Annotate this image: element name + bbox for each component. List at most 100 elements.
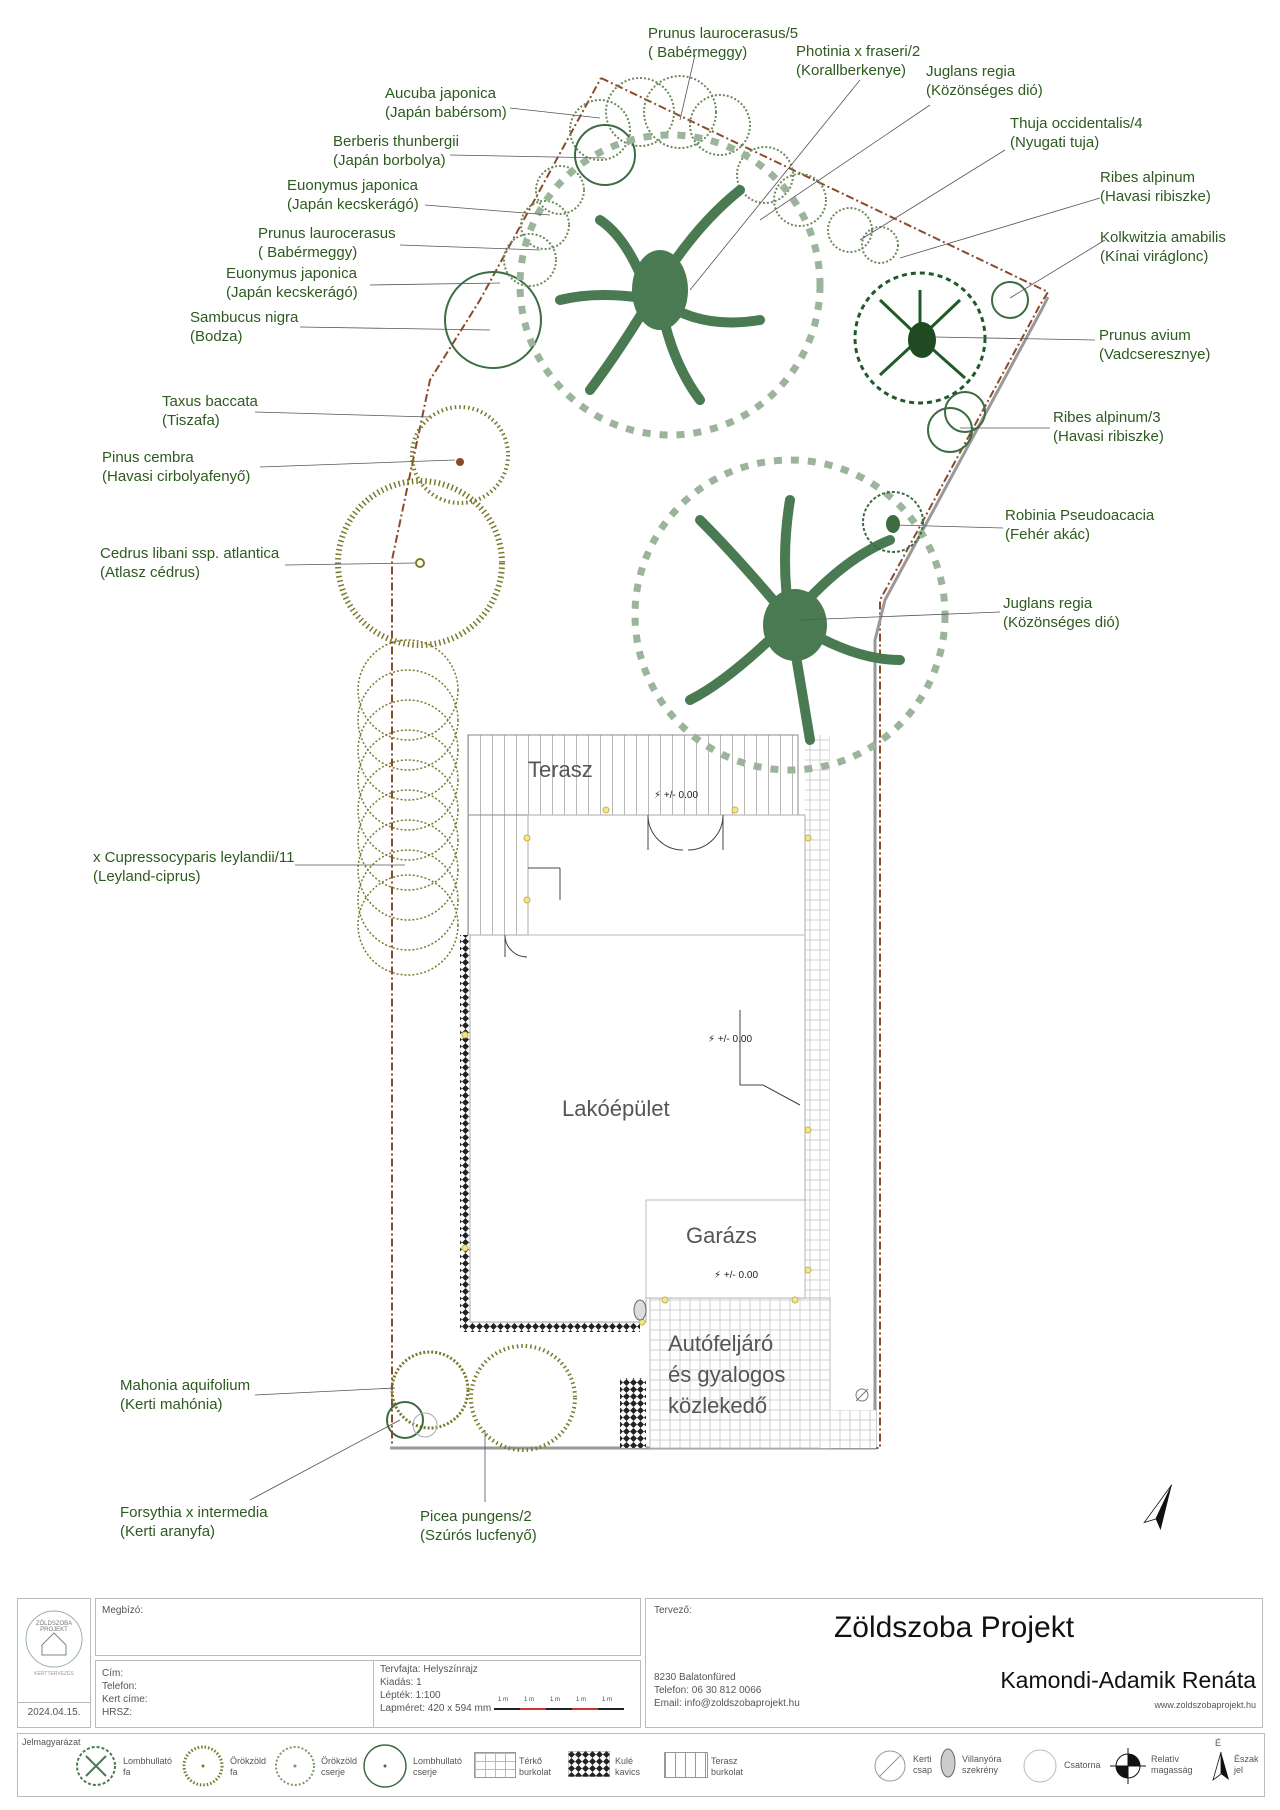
designer-box: Tervező: Zöldszoba Projekt 8230 Balatonf… xyxy=(645,1598,1263,1728)
plan-scale: Lépték: 1:100 xyxy=(380,1690,441,1701)
garage-outline xyxy=(645,1199,806,1299)
label-berberis: Berberis thunbergii(Japán borbolya) xyxy=(333,133,459,169)
label-juglans-north: Juglans regia(Közönséges dió) xyxy=(926,63,1043,99)
label-cupressocyparis: x Cupressocyparis leylandii/11(Leyland-c… xyxy=(93,849,295,885)
company-name: Zöldszoba Projekt xyxy=(833,1611,1075,1644)
robinia-tree xyxy=(862,491,924,553)
cedar-tree xyxy=(335,478,505,648)
property-boundary xyxy=(391,77,1050,1449)
picea-tree xyxy=(469,1344,577,1452)
logo-text: ZÖLDSZOBA PROJEKT xyxy=(35,1621,73,1633)
tap-icon xyxy=(874,1750,906,1782)
gravel-strip-bottom xyxy=(460,1322,640,1332)
scale-mark-4: 1 m xyxy=(576,1697,587,1703)
designer-name: Kamondi-Adamik Renáta xyxy=(1000,1667,1256,1693)
lamps xyxy=(461,806,812,1326)
label-cedrus: Cedrus libani ssp. atlantica(Atlasz cédr… xyxy=(100,545,280,581)
north-letter: É xyxy=(1215,1738,1222,1748)
north-arrow-icon xyxy=(1143,1484,1173,1531)
terrace-deck xyxy=(467,734,799,816)
north-arrow-legend-icon xyxy=(1212,1751,1229,1782)
scale-mark-1: 1 m xyxy=(498,1697,509,1703)
legend-drain: Csatorna xyxy=(1064,1760,1101,1770)
label-euonymus-2: Euonymus japonica(Japán kecskerágó) xyxy=(226,265,358,301)
walnut-tree-south xyxy=(631,456,949,774)
plan-type: Tervfajta: Helyszínrajz xyxy=(380,1664,478,1675)
plan-date: 2024.04.15. xyxy=(18,1702,90,1718)
title-block: ZÖLDSZOBA PROJEKT KERTTERVEZÉS 2024.04.1… xyxy=(17,1598,1263,1728)
level-icon xyxy=(1110,1748,1146,1784)
client-box: Megbízó: xyxy=(95,1598,641,1656)
label-picea: Picea pungens/2(Szúrós lucfenyő) xyxy=(420,1508,537,1544)
level-terrace: ⚡ +/- 0.00 xyxy=(654,790,699,801)
gravel-icon xyxy=(568,1751,610,1777)
label-photinia: Photinia x fraseri/2(Korallberkenye) xyxy=(796,43,921,79)
logo-icon xyxy=(25,1610,83,1668)
ribes-shrub-right xyxy=(927,407,973,453)
berberis-shrub xyxy=(574,124,636,186)
designer-label: Tervező: xyxy=(654,1605,692,1616)
leader-lines xyxy=(249,54,1106,1502)
level-garage: ⚡ +/- 0.00 xyxy=(714,1270,759,1281)
walnut-tree-north xyxy=(516,131,824,439)
client-phone: Telefon: xyxy=(102,1681,138,1692)
label-robinia: Robinia Pseudoacacia(Fehér akác) xyxy=(1005,507,1155,543)
forsythia-shrub xyxy=(386,1401,424,1439)
label-forsythia: Forsythia x intermedia(Kerti aranyfa) xyxy=(120,1504,268,1540)
level-house: ⚡ +/- 0.00 xyxy=(708,1034,753,1045)
designer-address: 8230 Balatonfüred xyxy=(654,1672,736,1683)
label-thuja: Thuja occidentalis/4(Nyugati tuja) xyxy=(1010,115,1143,151)
taxus-tree xyxy=(410,405,510,505)
site-plan xyxy=(249,54,1173,1531)
driveway-pavers xyxy=(649,1297,831,1449)
driveway-line-2: és gyalogos xyxy=(668,1362,786,1387)
client-hrsz: HRSZ: xyxy=(102,1707,132,1718)
designer-email: Email: info@zoldszobaprojekt.hu xyxy=(654,1698,800,1709)
meter-icon xyxy=(940,1748,956,1778)
tap xyxy=(855,1388,869,1402)
room-driveway: Autófeljáró és gyalogos közlekedő xyxy=(668,1328,785,1421)
label-mahonia: Mahonia aquifolium(Kerti mahónia) xyxy=(120,1377,251,1413)
ribes-shrub-top xyxy=(991,281,1029,319)
plan-info-box: Tervfajta: Helyszínrajz Kiadás: 1 Lépték… xyxy=(373,1660,641,1728)
evergreen-shrub-icon xyxy=(275,1746,315,1786)
deciduous-shrub-icon xyxy=(363,1744,407,1788)
forsythia-shrub-2 xyxy=(412,1412,438,1438)
label-juglans-south: Juglans regia(Közönséges dió) xyxy=(1003,595,1120,631)
label-taxus: Taxus baccata(Tiszafa) xyxy=(162,393,258,429)
client-info-box: Cím: Telefon: Kert címe: HRSZ: xyxy=(95,1660,375,1728)
designer-phone: Telefon: 06 30 812 0066 xyxy=(654,1685,762,1696)
ribes-shrub-right-2 xyxy=(944,391,986,433)
drain-icon xyxy=(1023,1749,1057,1783)
deciduous-tree-icon xyxy=(76,1746,116,1786)
evergreen-tree-icon xyxy=(182,1745,224,1787)
label-prunus-laurocerasus: Prunus laurocerasus( Babérmeggy) xyxy=(258,225,396,261)
scale-bar: 1 m 1 m 1 m 1 m 1 m xyxy=(494,1697,624,1713)
room-terrace: Terasz xyxy=(528,757,593,782)
driveway-line-3: közlekedő xyxy=(668,1393,768,1418)
label-euonymus-1: Euonymus japonica(Japán kecskerágó) xyxy=(287,177,419,213)
cherry-tree xyxy=(853,271,987,405)
client-address: Cím: xyxy=(102,1668,124,1679)
client-label: Megbízó: xyxy=(102,1605,144,1616)
label-pinus: Pinus cembra(Havasi cirbolyafenyő) xyxy=(102,449,251,485)
label-prunus-avium: Prunus avium(Vadcseresznye) xyxy=(1099,327,1211,363)
pinus-tree xyxy=(456,458,464,466)
driveway-pavers-right xyxy=(820,1410,876,1448)
room-garage: Garázs xyxy=(686,1223,757,1248)
scale-mark-2: 1 m xyxy=(524,1697,535,1703)
deck-icon xyxy=(664,1752,708,1778)
gravel-strip-left xyxy=(460,935,470,1330)
cypress-hedge xyxy=(357,639,459,976)
label-aucuba: Aucuba japonica(Japán babérsom) xyxy=(385,85,507,121)
legend-title: Jelmagyarázat xyxy=(22,1737,81,1747)
